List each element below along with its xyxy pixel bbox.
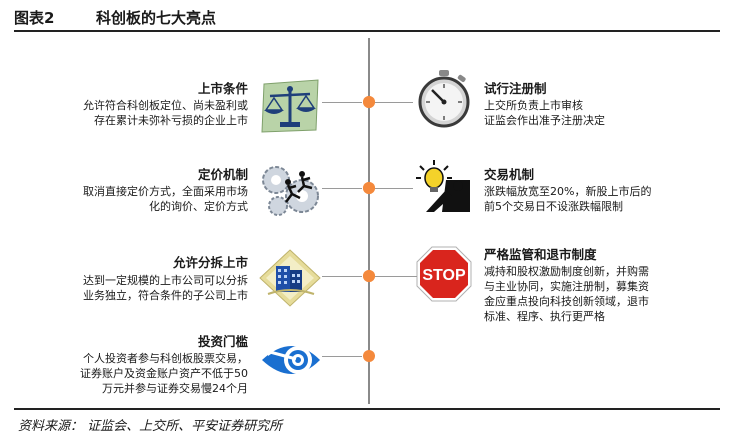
right-item-desc: 上交所负责上市审核 证监会作出准予注册决定 [484,98,605,128]
building-icon [258,248,322,308]
timeline-dot [363,182,375,194]
connector-line [322,102,362,103]
desc-line: 证监会作出准予注册决定 [484,114,605,127]
desc-line: 上交所负责上市审核 [484,99,583,112]
connector-line [375,102,413,103]
right-item-desc: 减持和股权激励制度创新，并购需 与主业协同，实施注册制，募集资 金应重点投向科技… [484,264,649,324]
left-item-desc: 个人投资者参与科创板股票交易， 证券账户及资金账户资产不低于50 万元并参与证券… [80,351,248,396]
idea-push-icon [412,156,476,216]
desc-line: 存在累计未弥补亏损的企业上市 [94,114,248,127]
connector-line [375,276,417,277]
desc-line: 证券账户及资金账户资产不低于50 [80,367,248,380]
right-item-title: 严格监管和退市制度 [484,247,597,262]
target-icon [258,330,322,390]
desc-line: 金应重点投向科技创新领域，退市 [484,295,649,308]
source-footer: 资料来源： 证监会、上交所、平安证券研究所 [14,408,720,434]
left-item-desc: 达到一定规模的上市公司可以分拆 业务独立，符合条件的子公司上市 [83,273,248,303]
timeline-dot [363,270,375,282]
desc-line: 涨跌幅放宽至20%，新股上市后的 [484,185,652,198]
timeline-dot [363,350,375,362]
figure-title: 科创板的七大亮点 [96,9,217,27]
stop-sign-icon: STOP [416,246,472,302]
desc-line: 达到一定规模的上市公司可以分拆 [83,274,248,287]
right-item-desc: 涨跌幅放宽至20%，新股上市后的 前5个交易日不设涨跌幅限制 [484,184,651,214]
desc-line: 万元并参与证券交易慢24个月 [102,382,248,395]
connector-line [322,188,362,189]
stop-sign-text: STOP [422,267,466,284]
timeline-axis [368,38,370,404]
left-item-title: 允许分拆上市 [172,255,248,270]
desc-line: 化的询价、定价方式 [149,200,248,213]
figure-label: 图表2 [14,9,55,27]
connector-line [322,356,362,357]
desc-line: 取消直接定价方式，全面采用市场 [83,185,248,198]
source-note: 资料来源： 证监会、上交所、平安证券研究所 [18,419,283,434]
desc-line: 业务独立，符合条件的子公司上市 [83,289,248,302]
connector-line [322,276,362,277]
desc-line: 允许符合科创板定位、尚未盈利或 [83,99,248,112]
desc-line: 减持和股权激励制度创新，并购需 [484,265,649,278]
left-item-title: 定价机制 [197,167,248,182]
right-item-title: 试行注册制 [484,81,547,96]
left-item-desc: 取消直接定价方式，全面采用市场 化的询价、定价方式 [83,184,248,214]
desc-line: 与主业协同，实施注册制，募集资 [484,280,649,293]
timeline-dot [363,96,375,108]
desc-line: 标准、程序、执行更严格 [484,310,605,323]
gears-runners-icon [258,160,322,220]
desc-line: 前5个交易日不设涨跌幅限制 [484,200,623,213]
connector-line [375,188,413,189]
stopwatch-icon [412,68,476,128]
left-item-desc: 允许符合科创板定位、尚未盈利或 存在累计未弥补亏损的企业上市 [83,98,248,128]
balance-scale-icon [258,76,322,136]
right-item-title: 交易机制 [484,167,535,182]
left-item-title: 投资门槛 [197,334,248,349]
chart-header: 图表2 科创板的七大亮点 [14,4,720,32]
left-item-title: 上市条件 [197,81,248,96]
desc-line: 个人投资者参与科创板股票交易， [83,352,248,365]
